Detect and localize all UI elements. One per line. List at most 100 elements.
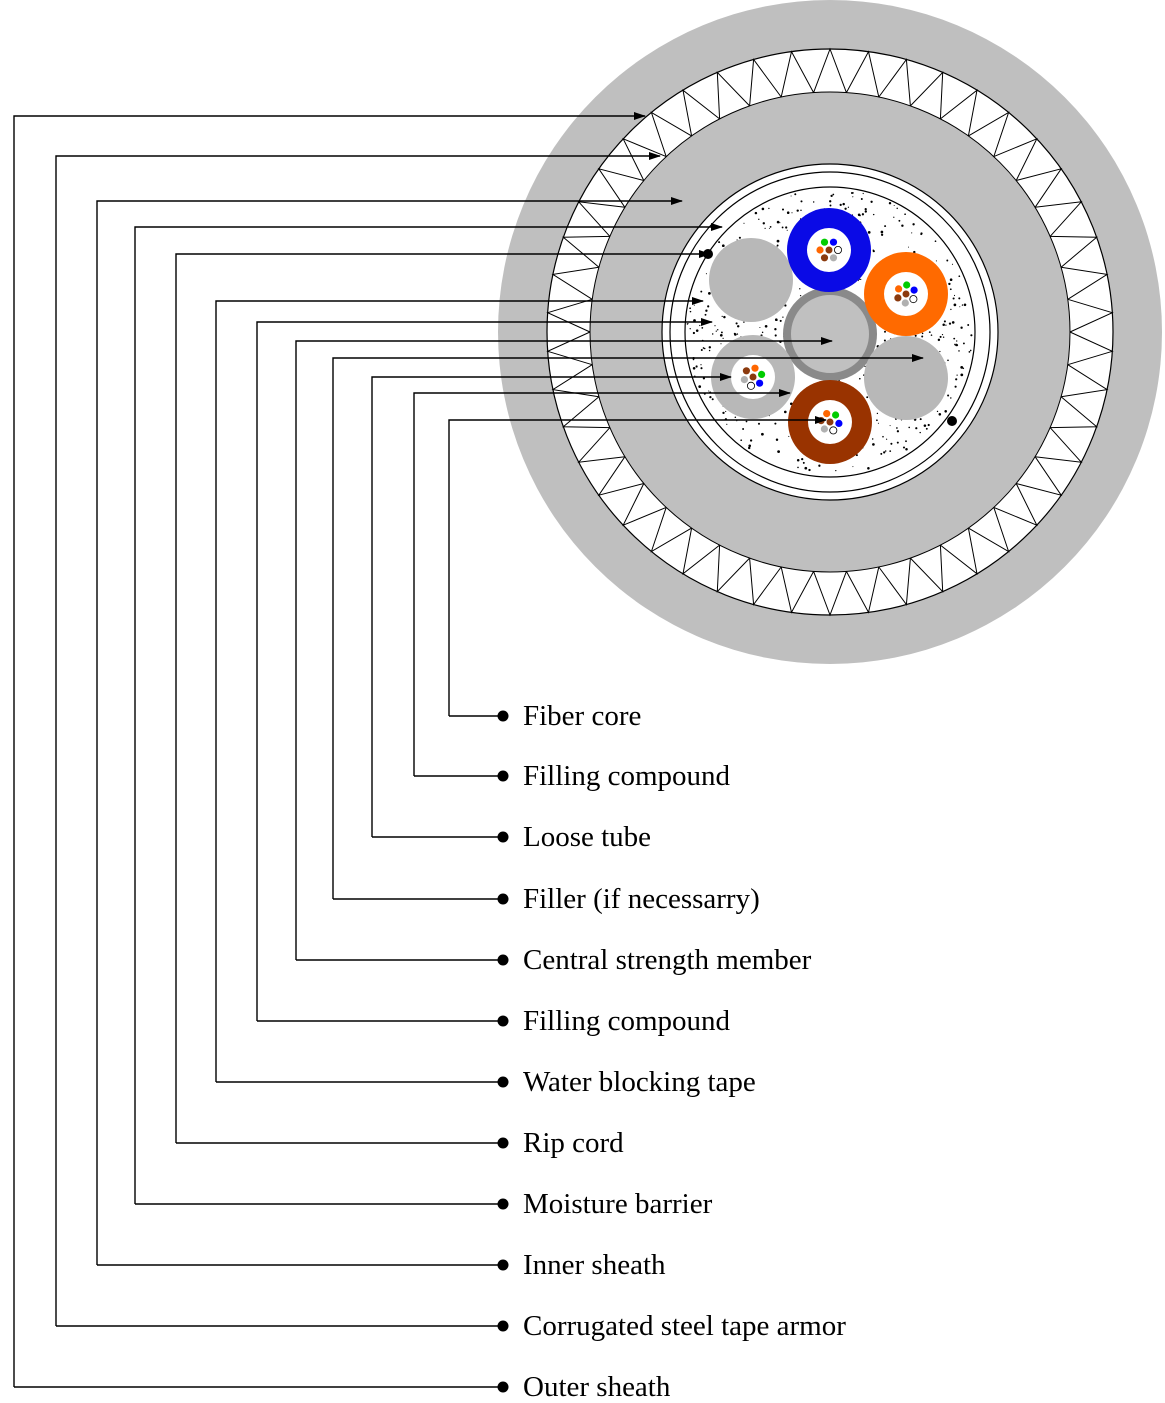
fiber-core bbox=[758, 370, 766, 378]
speckle bbox=[715, 330, 717, 332]
armor-tooth bbox=[650, 507, 692, 553]
speckle bbox=[692, 331, 696, 335]
label-central-strength-member: Central strength member bbox=[523, 944, 812, 976]
speckle bbox=[939, 350, 941, 353]
speckle bbox=[758, 218, 760, 221]
speckle bbox=[700, 290, 703, 293]
fiber-core bbox=[903, 281, 911, 289]
label-corrugated-steel-tape-armor: Corrugated steel tape armor bbox=[523, 1310, 846, 1342]
speckle bbox=[958, 297, 961, 300]
fiber-core bbox=[895, 285, 903, 293]
speckle bbox=[908, 426, 911, 429]
leader-line bbox=[55, 152, 661, 1326]
speckle bbox=[882, 435, 884, 438]
speckle bbox=[736, 325, 740, 328]
speckle bbox=[884, 330, 886, 333]
speckle bbox=[764, 324, 768, 328]
leader-line bbox=[448, 416, 827, 716]
speckle bbox=[761, 432, 764, 436]
leader-bullet bbox=[497, 770, 509, 782]
armor-tooth bbox=[682, 528, 720, 576]
armor-tooth bbox=[546, 298, 593, 333]
speckle bbox=[743, 222, 745, 224]
speckle bbox=[804, 466, 808, 470]
speckle bbox=[876, 419, 878, 422]
speckle bbox=[723, 315, 726, 319]
fiber-core bbox=[826, 418, 834, 426]
armor-tooth bbox=[622, 137, 667, 181]
armor-tooth bbox=[577, 201, 625, 237]
speckle bbox=[893, 204, 895, 207]
speckle bbox=[796, 459, 800, 462]
speckle bbox=[740, 439, 743, 442]
speckle bbox=[930, 334, 933, 336]
speckle bbox=[829, 200, 832, 203]
speckle bbox=[748, 444, 751, 448]
speckle bbox=[702, 377, 706, 380]
armor-tooth bbox=[813, 47, 847, 93]
speckle bbox=[788, 435, 790, 437]
speckle bbox=[941, 334, 944, 336]
speckle bbox=[864, 207, 867, 211]
speckle bbox=[722, 337, 724, 339]
armor-tooth bbox=[940, 88, 978, 136]
speckle bbox=[960, 366, 964, 369]
speckle bbox=[880, 233, 884, 236]
armor-tooth bbox=[682, 88, 720, 136]
speckle bbox=[896, 427, 898, 429]
fiber-core bbox=[894, 294, 902, 302]
speckle bbox=[842, 202, 845, 206]
armor-tooth bbox=[968, 507, 1010, 553]
speckle bbox=[759, 326, 761, 329]
speckle bbox=[871, 438, 874, 440]
armor-tooth bbox=[1016, 167, 1063, 208]
leader-line bbox=[256, 318, 713, 1021]
armor-tooth bbox=[1067, 298, 1114, 333]
armor-tooth bbox=[597, 167, 644, 208]
speckle bbox=[872, 213, 875, 216]
armor-tooth bbox=[910, 71, 944, 119]
speckle bbox=[692, 358, 695, 361]
speckle bbox=[774, 334, 777, 337]
speckle bbox=[870, 200, 873, 203]
leader-line bbox=[96, 197, 683, 1265]
speckle bbox=[711, 398, 714, 401]
label-filling-compound-outer: Filling compound bbox=[523, 1005, 731, 1037]
armor-tooth bbox=[910, 545, 944, 593]
fiber-core bbox=[742, 367, 751, 375]
fiber-core bbox=[829, 254, 838, 262]
leader-bullet bbox=[497, 1076, 509, 1088]
corrugated-armor-teeth bbox=[546, 47, 1114, 617]
speckle bbox=[877, 422, 879, 424]
fiber-core bbox=[829, 238, 838, 246]
speckle bbox=[963, 303, 967, 307]
leader-line bbox=[215, 297, 704, 1082]
speckle bbox=[904, 213, 906, 216]
speckle bbox=[709, 395, 712, 399]
leader-bullet bbox=[497, 1381, 509, 1393]
speckle bbox=[808, 468, 811, 472]
speckle bbox=[954, 343, 956, 346]
fiber-core bbox=[816, 246, 824, 254]
speckle bbox=[835, 469, 837, 472]
speckle bbox=[896, 441, 899, 444]
armor-tooth bbox=[749, 58, 782, 106]
armor-tooth bbox=[968, 111, 1010, 157]
speckle bbox=[884, 450, 887, 452]
leader-bullet bbox=[497, 1015, 509, 1027]
speckle bbox=[829, 204, 832, 207]
speckle bbox=[905, 448, 908, 451]
speckle bbox=[747, 446, 751, 450]
fiber-core bbox=[834, 245, 843, 254]
speckle bbox=[852, 192, 854, 194]
speckle bbox=[762, 222, 765, 225]
speckle bbox=[958, 275, 961, 278]
armor-tooth bbox=[780, 566, 815, 614]
speckle bbox=[734, 416, 737, 418]
speckle bbox=[942, 323, 945, 327]
speckle bbox=[935, 260, 937, 262]
speckle bbox=[955, 378, 958, 381]
speckle bbox=[699, 324, 701, 327]
speckle bbox=[761, 331, 764, 334]
